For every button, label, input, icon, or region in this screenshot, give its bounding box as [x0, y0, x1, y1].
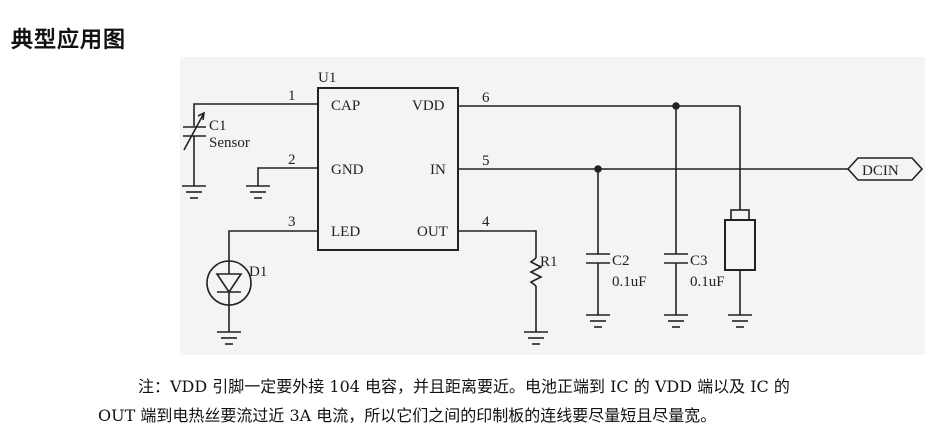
- c1-value: Sensor: [209, 135, 250, 151]
- d1-triangle: [215, 273, 243, 294]
- pin-cap-label: CAP: [331, 98, 360, 114]
- pin-6-num: 6: [482, 90, 490, 106]
- pin-2-num: 2: [288, 152, 296, 168]
- ic-ref: U1: [318, 70, 336, 86]
- note-line-1: 注：VDD 引脚一定要外接 104 电容，并且距离要近。电池正端到 IC 的 V…: [138, 377, 790, 396]
- wire-out: [458, 230, 537, 258]
- c1-ref: C1: [209, 118, 227, 134]
- pin-1-num: 1: [288, 88, 296, 104]
- note-line-2: OUT 端到电热丝要流过近 3A 电流，所以它们之间的印制板的连线要尽量短且尽量…: [98, 406, 717, 425]
- pin-in-label: IN: [430, 162, 446, 178]
- pin-4-num: 4: [482, 214, 490, 230]
- c2-value: 0.1uF: [612, 274, 647, 290]
- pin-vdd-label: VDD: [412, 98, 445, 114]
- c1-variable-arrow: [183, 112, 205, 151]
- heater-element: [724, 219, 756, 271]
- wire-cap: [193, 103, 318, 126]
- pin-3-num: 3: [288, 214, 296, 230]
- dcin-flag: [846, 157, 924, 181]
- wire-led: [228, 230, 318, 262]
- heater-element-terminal: [730, 209, 750, 221]
- page-title: 典型应用图: [11, 28, 127, 53]
- c2-ref: C2: [612, 253, 630, 269]
- c3-ref: C3: [690, 253, 708, 269]
- pin-5-num: 5: [482, 153, 490, 169]
- r1-ref: R1: [540, 254, 558, 270]
- pin-out-label: OUT: [417, 224, 448, 240]
- wire-gnd: [257, 167, 318, 186]
- dcin-label: DCIN: [862, 163, 899, 179]
- pin-gnd-label: GND: [331, 162, 364, 178]
- d1-ref: D1: [249, 264, 267, 280]
- c3-value: 0.1uF: [690, 274, 725, 290]
- pin-led-label: LED: [331, 224, 360, 240]
- r1-resistor: [529, 257, 543, 287]
